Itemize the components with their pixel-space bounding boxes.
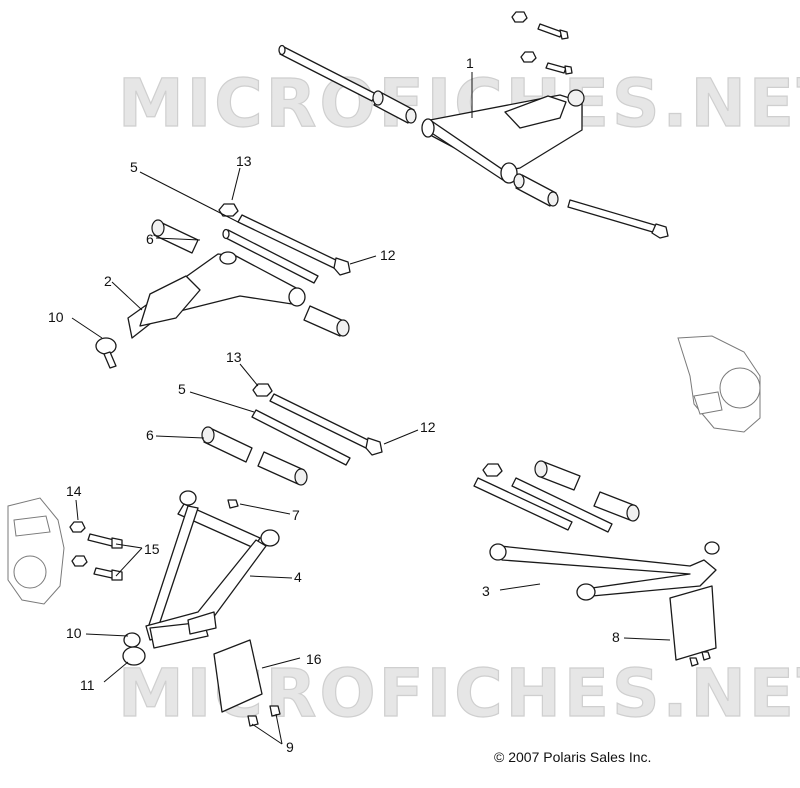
knuckle-right bbox=[677, 335, 761, 433]
callout-10-upper: 10 bbox=[48, 309, 64, 325]
upper-a-arm-front bbox=[95, 203, 351, 369]
callout-16: 16 bbox=[306, 651, 322, 667]
lower-a-arm bbox=[122, 490, 280, 666]
callout-7: 7 bbox=[292, 507, 300, 523]
hardware-middle bbox=[201, 383, 383, 486]
callout-13-lower: 13 bbox=[226, 349, 242, 365]
callout-6-upper: 6 bbox=[146, 231, 154, 247]
callout-12-lower: 12 bbox=[420, 419, 436, 435]
upper-a-arm-rear bbox=[278, 44, 669, 239]
copyright-notice: © 2007 Polaris Sales Inc. bbox=[494, 749, 651, 765]
lower-a-arm-right bbox=[473, 460, 720, 667]
callout-14: 14 bbox=[66, 483, 82, 499]
callout-1: 1 bbox=[466, 55, 474, 71]
callout-2: 2 bbox=[104, 273, 112, 289]
callout-15: 15 bbox=[144, 541, 160, 557]
callout-4: 4 bbox=[294, 569, 302, 585]
knuckle-left bbox=[7, 497, 123, 605]
callout-5-lower: 5 bbox=[178, 381, 186, 397]
callout-6-lower: 6 bbox=[146, 427, 154, 443]
watermark-top: MICROFICHES.NET bbox=[118, 65, 800, 142]
callout-5-upper: 5 bbox=[130, 159, 138, 175]
callout-13-upper: 13 bbox=[236, 153, 252, 169]
callout-12-upper: 12 bbox=[380, 247, 396, 263]
callout-9: 9 bbox=[286, 739, 294, 755]
callout-11: 11 bbox=[80, 677, 95, 693]
hardware-top bbox=[511, 11, 573, 75]
callout-10-lower: 10 bbox=[66, 625, 82, 641]
leader-lines bbox=[71, 72, 671, 745]
guard-left bbox=[213, 639, 281, 727]
callout-8: 8 bbox=[612, 629, 620, 645]
callout-labels: 1 2 3 4 5 5 6 6 7 8 9 10 10 11 12 12 13 … bbox=[48, 55, 620, 755]
callout-3: 3 bbox=[482, 583, 490, 599]
